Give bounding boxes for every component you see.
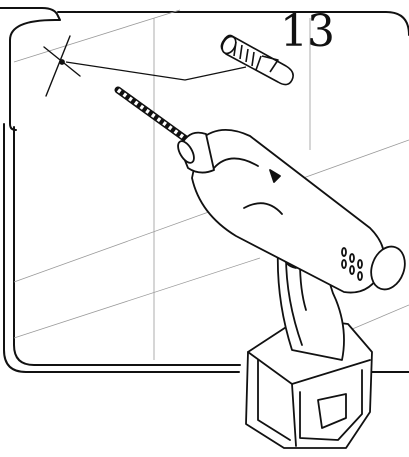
x-mark-icon (43, 35, 81, 97)
leader-line (65, 61, 247, 81)
step-number: 13 (280, 6, 335, 57)
drill-bit-icon (114, 86, 194, 146)
cordless-drill-icon (177, 129, 406, 449)
wall-plug-icon (220, 34, 294, 86)
